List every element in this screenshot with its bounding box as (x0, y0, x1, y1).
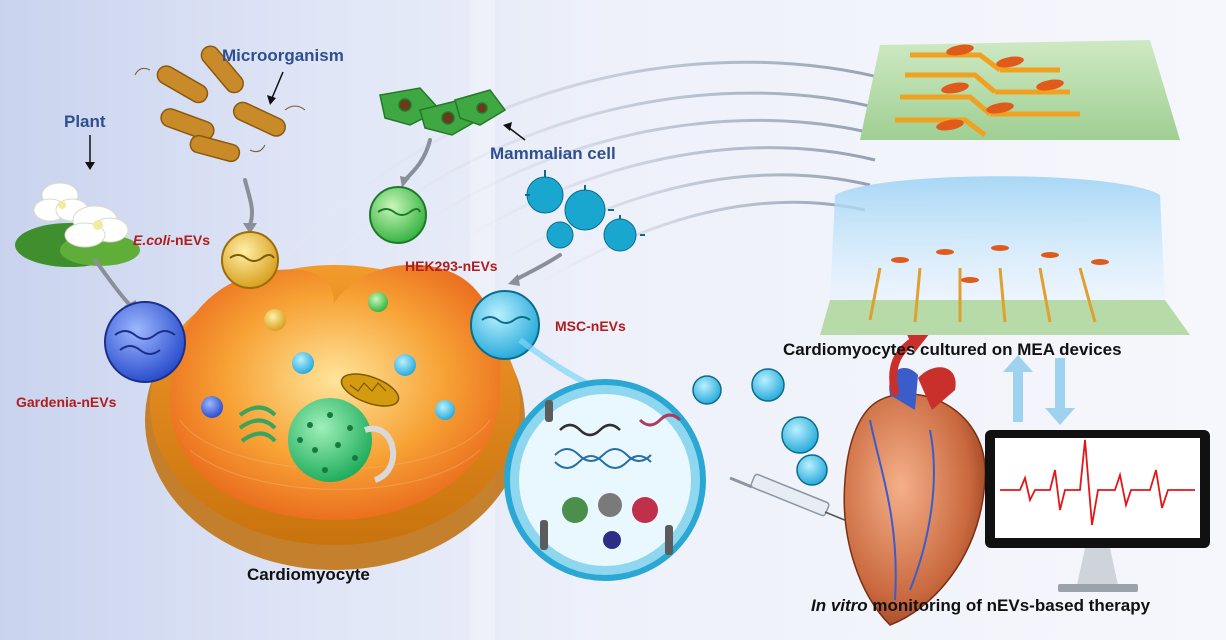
label-mammalian-cell: Mammalian cell (490, 144, 616, 163)
plant-flower-icon (15, 182, 140, 267)
mea-electrode-board (860, 40, 1180, 140)
label-cardiomyocyte: Cardiomyocyte (247, 565, 370, 584)
mea-dish (820, 176, 1190, 335)
label-invitro-rest: monitoring of nEVs-based therapy (867, 596, 1151, 615)
golgi-icon (238, 405, 277, 443)
small-nev-particles (692, 368, 828, 486)
zoomed-nev-diagram (504, 337, 706, 581)
gardenia-nev-icon (104, 301, 186, 383)
monitor-icon (985, 430, 1210, 592)
heart-icon (843, 367, 986, 626)
label-plant: Plant (64, 112, 106, 131)
red-arrow (889, 336, 919, 396)
label-ecoli-nevs: E.coli-nEVs (133, 232, 210, 248)
label-microorganism: Microorganism (222, 46, 344, 65)
label-ecoli-prefix: E.coli (133, 232, 171, 248)
signal-arrows (1003, 355, 1075, 425)
ecg-trace (1000, 439, 1195, 526)
nucleus-icon (288, 398, 396, 483)
label-invitro-monitoring: In vitro monitoring of nEVs-based therap… (811, 596, 1150, 616)
micro-arrow (271, 71, 284, 99)
bacteria-icon (134, 45, 306, 163)
label-invitro-italic: In vitro (811, 596, 868, 615)
grey-arrows (93, 138, 562, 307)
label-mea-devices: Cardiomyocytes cultured on MEA devices (783, 340, 1122, 359)
label-ecoli-suffix: -nEVs (170, 232, 211, 248)
syringe-icon (729, 473, 853, 524)
hek293-nev-icon (369, 186, 427, 244)
mammal-arrow (507, 126, 526, 141)
label-gardenia-nevs: Gardenia-nEVs (16, 394, 117, 410)
label-hek293-nevs: HEK293-nEVs (405, 258, 498, 274)
msc-cell-icon (525, 170, 645, 252)
internal-vesicles (201, 292, 455, 420)
label-msc-nevs: MSC-nEVs (555, 318, 626, 334)
hek-cell-icon (379, 87, 507, 136)
ecoli-nev-icon (221, 231, 279, 289)
mitochondrion-icon (340, 373, 400, 407)
